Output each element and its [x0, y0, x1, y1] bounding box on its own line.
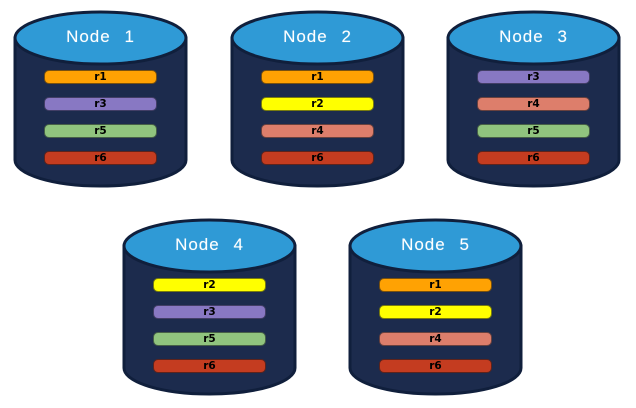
replica-bar: r1 — [261, 70, 374, 84]
node-title: Node 4 — [175, 235, 244, 254]
cylinder-lid — [446, 10, 621, 66]
replica-bar: r2 — [379, 305, 492, 319]
node-title: Node 3 — [499, 27, 568, 46]
replica-bar: r6 — [477, 151, 590, 165]
replica-bar: r6 — [379, 359, 492, 373]
cylinder-lid — [122, 218, 297, 274]
replica-bar: r3 — [44, 97, 157, 111]
replica-list: r2 r3 r5 r6 — [153, 278, 266, 386]
cylinder-lid — [13, 10, 188, 66]
node-title: Node 1 — [66, 27, 135, 46]
node-cylinder-5: Node 5 r1 r2 r4 r6 — [348, 218, 523, 396]
replica-bar: r5 — [44, 124, 157, 138]
replica-bar: r6 — [261, 151, 374, 165]
node-title: Node 2 — [283, 27, 352, 46]
node-cylinder-4: Node 4 r2 r3 r5 r6 — [122, 218, 297, 396]
replica-bar: r2 — [153, 278, 266, 292]
replica-bar: r3 — [153, 305, 266, 319]
replica-list: r1 r2 r4 r6 — [261, 70, 374, 178]
cylinder-lid — [348, 218, 523, 274]
replica-bar: r4 — [261, 124, 374, 138]
replica-list: r3 r4 r5 r6 — [477, 70, 590, 178]
replica-bar: r3 — [477, 70, 590, 84]
replica-bar: r4 — [477, 97, 590, 111]
node-cylinder-1: Node 1 r1 r3 r5 r6 — [13, 10, 188, 188]
replica-bar: r5 — [477, 124, 590, 138]
replica-bar: r1 — [379, 278, 492, 292]
replica-bar: r1 — [44, 70, 157, 84]
replica-bar: r4 — [379, 332, 492, 346]
replica-bar: r6 — [153, 359, 266, 373]
node-cylinder-3: Node 3 r3 r4 r5 r6 — [446, 10, 621, 188]
node-cylinder-2: Node 2 r1 r2 r4 r6 — [230, 10, 405, 188]
replica-bar: r5 — [153, 332, 266, 346]
replica-list: r1 r3 r5 r6 — [44, 70, 157, 178]
replica-bar: r2 — [261, 97, 374, 111]
replica-bar: r6 — [44, 151, 157, 165]
node-title: Node 5 — [401, 235, 470, 254]
cylinder-lid — [230, 10, 405, 66]
replica-list: r1 r2 r4 r6 — [379, 278, 492, 386]
